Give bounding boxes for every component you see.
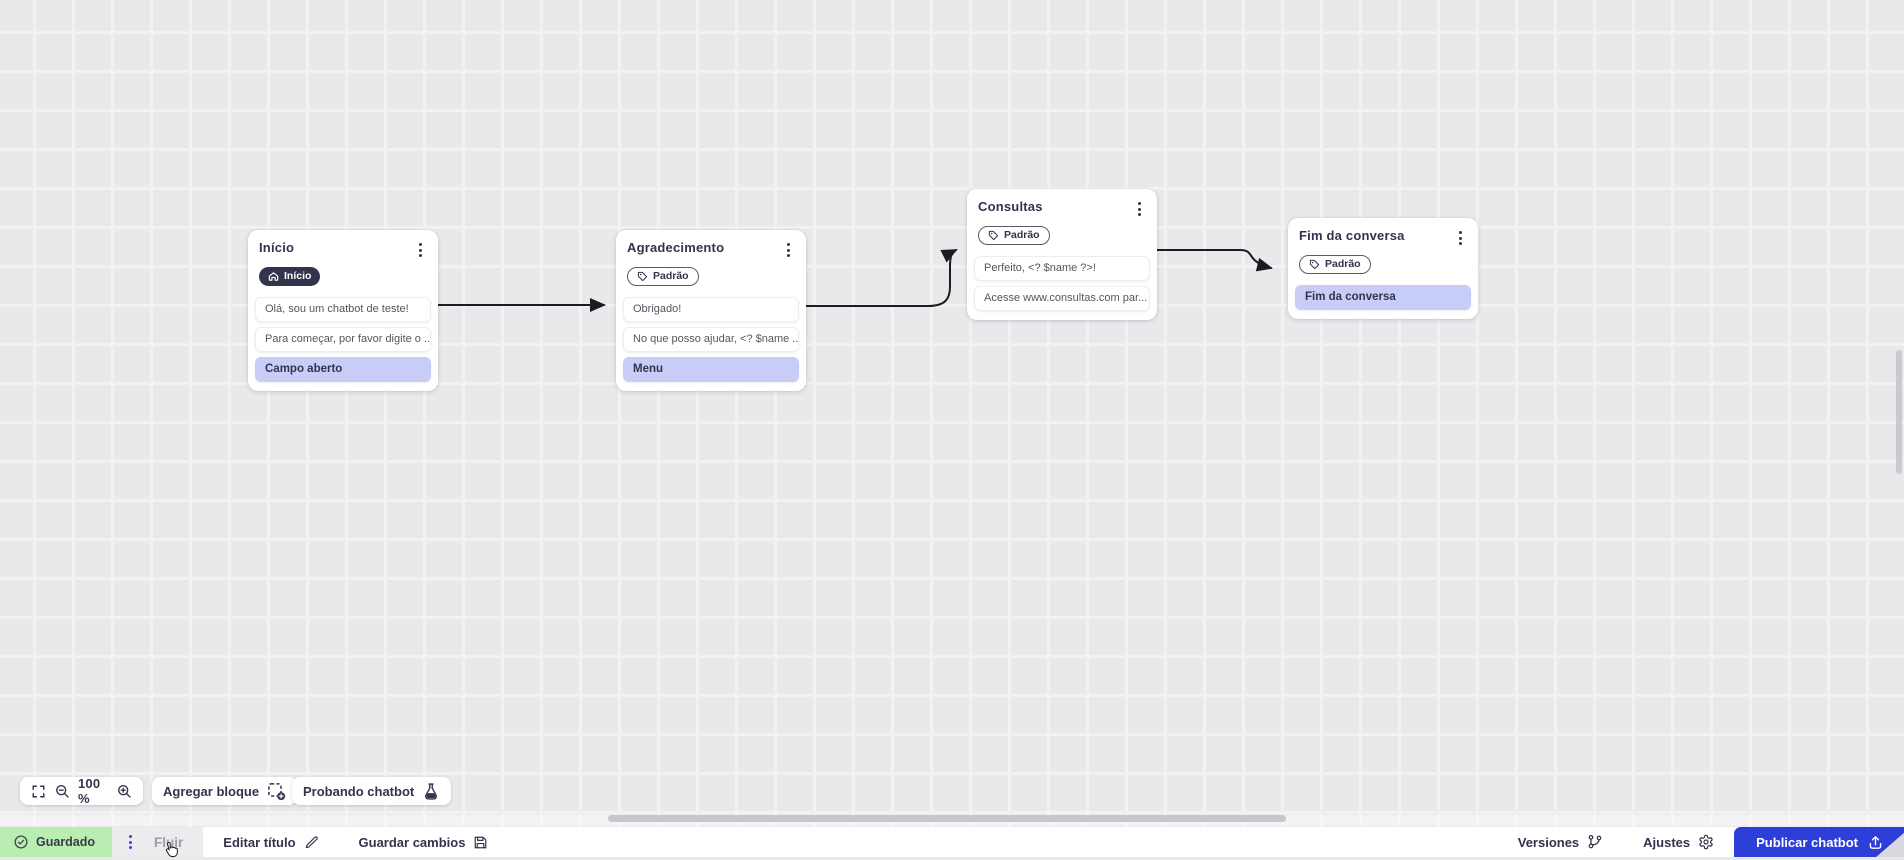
kebab-menu-icon[interactable] — [1133, 199, 1146, 219]
flow-tab-label: Fluir — [154, 834, 184, 850]
node-title: Consultas — [978, 199, 1043, 214]
flow-node-agradecimento[interactable]: Agradecimento Padrão Obrigado! No que po… — [616, 230, 806, 391]
action-card[interactable]: Fim da conversa — [1295, 285, 1471, 310]
test-chatbot-button[interactable]: Probando chatbot — [292, 777, 452, 805]
node-type-badge: Padrão — [627, 267, 699, 286]
node-title: Fim da conversa — [1299, 228, 1405, 243]
tab-fluir[interactable]: Fluir — [112, 827, 204, 857]
bottom-status-bar: Guardado Fluir Editar título Guardar cam… — [0, 827, 1904, 857]
check-circle-icon — [14, 835, 28, 849]
pencil-icon — [305, 835, 318, 848]
settings-label: Ajustes — [1643, 834, 1691, 850]
action-card[interactable]: Menu — [623, 357, 799, 382]
node-type-badge: Padrão — [1299, 255, 1371, 274]
flow-options-kebab-icon[interactable] — [124, 832, 137, 852]
message-card[interactable]: Perfeito, <? $name ?>! — [974, 256, 1150, 281]
versions-label: Versiones — [1517, 834, 1580, 850]
node-badge-label: Padrão — [1325, 258, 1361, 270]
message-card[interactable]: Acesse www.consultas.com par... — [974, 286, 1150, 311]
kebab-menu-icon[interactable] — [1454, 228, 1467, 248]
statusbar-spacer — [508, 827, 1497, 857]
tag-icon — [988, 230, 999, 241]
flow-node-consultas[interactable]: Consultas Padrão Perfeito, <? $name ?>! … — [967, 189, 1157, 320]
settings-button[interactable]: Ajustes — [1623, 827, 1735, 857]
saved-status-badge: Guardado — [0, 827, 113, 857]
horizontal-scrollbar-thumb[interactable] — [608, 815, 1286, 822]
message-card[interactable]: Para começar, por favor digite o ... — [255, 327, 431, 352]
node-type-badge: Padrão — [978, 226, 1050, 245]
add-block-icon — [268, 782, 286, 800]
node-badge-label: Início — [284, 270, 312, 282]
message-card[interactable]: Olá, sou um chatbot de teste! — [255, 297, 431, 322]
tag-icon — [637, 271, 648, 282]
message-card[interactable]: No que posso ajudar, <? $name ... — [623, 327, 799, 352]
zoom-level-value: 100 % — [78, 776, 101, 806]
node-type-badge: Início — [259, 267, 321, 286]
zoom-in-icon[interactable] — [116, 783, 132, 799]
saved-status-label: Guardado — [36, 835, 96, 849]
publish-chatbot-button[interactable]: Publicar chatbot — [1734, 827, 1904, 857]
save-changes-button[interactable]: Guardar cambios — [338, 827, 509, 857]
node-badge-label: Padrão — [1004, 229, 1040, 241]
test-chatbot-label: Probando chatbot — [303, 783, 415, 799]
fullscreen-icon[interactable] — [31, 784, 46, 799]
git-branch-icon — [1588, 834, 1602, 849]
tag-icon — [1309, 259, 1320, 270]
kebab-menu-icon[interactable] — [414, 240, 427, 260]
flow-node-inicio[interactable]: Início Início Olá, sou um chatbot de tes… — [248, 230, 438, 391]
flask-icon — [425, 783, 438, 800]
edit-title-label: Editar título — [223, 834, 296, 850]
add-block-label: Agregar bloque — [163, 783, 260, 799]
publish-chatbot-label: Publicar chatbot — [1756, 834, 1858, 850]
home-icon — [268, 272, 279, 281]
edit-title-button[interactable]: Editar título — [203, 827, 339, 857]
versions-button[interactable]: Versiones — [1497, 827, 1624, 857]
canvas-zoom-controls: 100 % — [20, 776, 143, 806]
node-title: Agradecimento — [627, 240, 725, 255]
node-title: Início — [259, 240, 295, 255]
message-card[interactable]: Obrigado! — [623, 297, 799, 322]
action-card[interactable]: Campo aberto — [255, 357, 431, 382]
zoom-out-icon[interactable] — [54, 783, 70, 799]
add-block-button[interactable]: Agregar bloque — [152, 777, 298, 805]
vertical-scrollbar-thumb[interactable] — [1896, 350, 1902, 474]
save-changes-label: Guardar cambios — [358, 834, 466, 850]
gear-icon — [1699, 834, 1713, 850]
node-badge-label: Padrão — [653, 270, 689, 282]
save-icon — [475, 836, 487, 848]
window-resize-corner — [1875, 832, 1904, 857]
mouse-cursor-hand — [165, 842, 178, 858]
flow-node-fim-da-conversa[interactable]: Fim da conversa Padrão Fim da conversa — [1288, 218, 1478, 319]
kebab-menu-icon[interactable] — [782, 240, 795, 260]
